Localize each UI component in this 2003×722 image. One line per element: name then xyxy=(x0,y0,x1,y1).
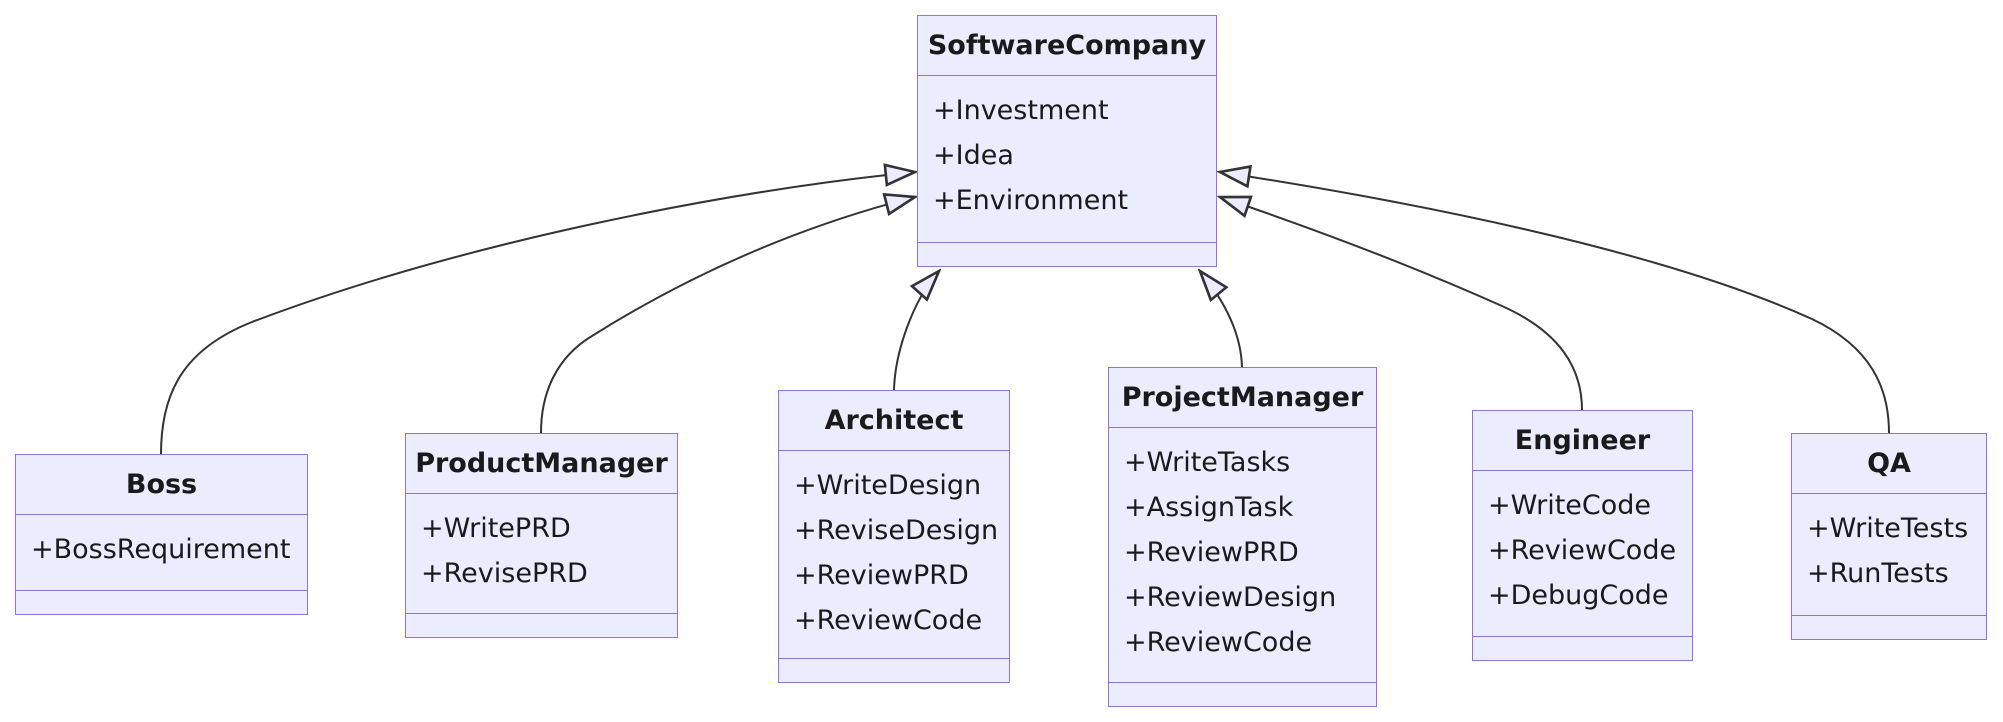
class-methods-empty xyxy=(1109,682,1376,706)
class-methods-empty xyxy=(1473,636,1692,660)
class-productmanager: ProductManager +WritePRD +RevisePRD xyxy=(405,433,678,638)
class-attribute: +ReviewCode xyxy=(1488,535,1677,566)
class-softwarecompany: SoftwareCompany +Investment +Idea +Envir… xyxy=(917,15,1217,267)
inheritance-edge-productmanager xyxy=(540,197,915,434)
class-attribute: +Environment xyxy=(933,185,1129,216)
class-attribute: +AssignTask xyxy=(1124,492,1294,523)
class-engineer: Engineer +WriteCode +ReviewCode +DebugCo… xyxy=(1472,410,1693,661)
class-methods-empty xyxy=(1792,615,1986,639)
class-attributes: +WritePRD +RevisePRD xyxy=(406,494,677,613)
inheritance-edge-projectmanager xyxy=(1200,271,1243,368)
class-title: Boss xyxy=(16,455,307,515)
class-architect: Architect +WriteDesign +ReviseDesign +Re… xyxy=(778,390,1010,683)
class-attribute: +WriteTasks xyxy=(1124,447,1291,478)
class-qa: QA +WriteTests +RunTests xyxy=(1791,433,1987,640)
class-attribute: +ReviewPRD xyxy=(1124,537,1299,568)
class-attributes: +WriteTests +RunTests xyxy=(1792,494,1986,615)
class-attribute: +WritePRD xyxy=(421,513,571,544)
class-title: QA xyxy=(1792,434,1986,494)
class-attribute: +ReviewCode xyxy=(1124,627,1313,658)
class-attribute: +WriteCode xyxy=(1488,490,1652,521)
class-methods-empty xyxy=(16,590,307,614)
class-methods-empty xyxy=(779,658,1009,682)
inheritance-edge-boss xyxy=(160,172,915,455)
class-attributes: +BossRequirement xyxy=(16,515,307,590)
class-title: Architect xyxy=(779,391,1009,451)
class-methods-empty xyxy=(918,242,1216,266)
class-attribute: +WriteDesign xyxy=(794,470,982,501)
class-methods-empty xyxy=(406,613,677,637)
class-attribute: +ReviewPRD xyxy=(794,560,969,591)
class-attribute: +BossRequirement xyxy=(31,534,291,565)
class-attribute: +Investment xyxy=(933,95,1109,126)
class-attribute: +ReviseDesign xyxy=(794,515,999,546)
class-attributes: +Investment +Idea +Environment xyxy=(918,76,1216,242)
class-title: Engineer xyxy=(1473,411,1692,471)
class-title: ProjectManager xyxy=(1109,368,1376,428)
class-attributes: +WriteCode +ReviewCode +DebugCode xyxy=(1473,471,1692,636)
class-projectmanager: ProjectManager +WriteTasks +AssignTask +… xyxy=(1108,367,1377,707)
class-attribute: +DebugCode xyxy=(1488,580,1669,611)
inheritance-edge-architect xyxy=(893,271,939,391)
class-title: SoftwareCompany xyxy=(918,16,1216,76)
class-attribute: +ReviewDesign xyxy=(1124,582,1337,613)
inheritance-edge-qa xyxy=(1220,172,1890,434)
class-attribute: +WriteTests xyxy=(1807,513,1969,544)
inheritance-edge-engineer xyxy=(1220,197,1583,411)
class-attribute: +RevisePRD xyxy=(421,558,588,589)
class-boss: Boss +BossRequirement xyxy=(15,454,308,615)
class-title: ProductManager xyxy=(406,434,677,494)
class-attribute: +Idea xyxy=(933,140,1014,171)
class-attributes: +WriteDesign +ReviseDesign +ReviewPRD +R… xyxy=(779,451,1009,658)
class-attribute: +RunTests xyxy=(1807,558,1949,589)
class-attribute: +ReviewCode xyxy=(794,605,983,636)
class-attributes: +WriteTasks +AssignTask +ReviewPRD +Revi… xyxy=(1109,428,1376,682)
